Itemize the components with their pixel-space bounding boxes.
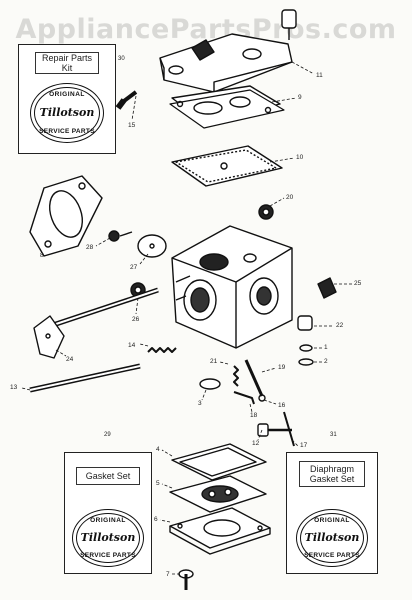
part-1 [299,344,313,352]
badge-bottom-text: SERVICE PARTS [80,552,136,559]
cover-6-part [169,507,271,555]
kit-number-30: 30 [118,56,125,62]
gasket-8-part [29,175,103,257]
badge-top-text: ORIGINAL [90,517,126,524]
kit-number-29: 29 [104,432,111,438]
callout-19: 19 [278,364,286,371]
callout-27: 27 [130,264,138,271]
callout-1: 1 [324,344,328,351]
callout-9: 9 [298,94,302,101]
callout-8: 8 [40,252,44,259]
callout-10: 10 [296,154,304,161]
gasket-set-title-line-1: Gasket Set [85,471,131,481]
callout-12: 12 [252,440,260,447]
callout-11: 11 [316,72,323,79]
cover-plate-part [159,9,297,93]
diaphragm-set-title-line-1: Diaphragm [309,464,355,474]
badge-ring [76,513,140,563]
screw-15-part [115,90,138,110]
callout-15: 15 [128,122,136,129]
part-14 [147,347,177,353]
badge-ring [34,87,100,139]
shaft-24-part [33,287,159,359]
callout-6: 6 [154,516,158,523]
callout-21: 21 [210,358,218,365]
repair-kit-card: Repair Parts Kit ORIGINAL Tillotson SERV… [18,44,116,154]
callout-14: 14 [128,342,136,349]
callout-25: 25 [354,280,362,287]
callout-28: 28 [86,244,94,251]
part-12 [257,423,292,437]
repair-kit-title: Repair Parts Kit [35,52,99,74]
screw-7-part [178,569,194,590]
callout-16: 16 [278,402,286,409]
callout-18: 18 [250,412,258,419]
part-2 [298,358,314,366]
leader-lines [21,61,352,575]
gasket-9-part [169,85,285,129]
kit-number-31: 31 [330,432,337,438]
gasket-set-title: Gasket Set [76,467,140,485]
gasket-4-part [171,443,267,481]
badge-brand-text: Tillotson [304,531,360,544]
callout-20: 20 [286,194,294,201]
badge-brand-text: Tillotson [39,106,95,119]
part-28 [108,230,133,242]
callout-22: 22 [336,322,344,329]
diaphragm-10-part [171,145,283,187]
gasket-set-card: Gasket Set ORIGINAL Tillotson SERVICE PA… [64,452,152,574]
callout-7: 7 [166,571,170,578]
badge-bottom-text: SERVICE PARTS [39,128,95,135]
callout-17: 17 [300,442,308,449]
part-27 [137,234,167,258]
badge-top-text: ORIGINAL [49,91,85,98]
part-18 [233,391,255,405]
tillotson-badge: ORIGINAL Tillotson SERVICE PARTS [72,509,144,567]
diaphragm-set-title: Diaphragm Gasket Set [299,461,365,487]
carburetor-body-part [171,225,293,349]
badge-brand-text: Tillotson [80,531,136,544]
callout-5: 5 [156,480,160,487]
repair-kit-title-line-2: Kit [61,63,73,73]
callout-26: 26 [132,316,140,323]
callout-3: 3 [198,400,202,407]
badge-bottom-text: SERVICE PARTS [304,552,360,559]
badge-top-text: ORIGINAL [314,517,350,524]
callout-13: 13 [10,384,18,391]
part-20 [258,204,274,220]
part-25 [317,277,337,299]
callout-24: 24 [66,356,74,363]
part-22 [297,315,313,331]
repair-kit-title-line-1: Repair Parts [41,53,93,63]
callout-2: 2 [324,358,328,365]
part-16 [258,394,266,402]
tillotson-badge: ORIGINAL Tillotson SERVICE PARTS [30,83,104,143]
diaphragm-set-title-line-2: Gasket Set [309,474,355,484]
part-21 [233,365,239,387]
tillotson-badge: ORIGINAL Tillotson SERVICE PARTS [296,509,368,567]
callout-4: 4 [156,446,160,453]
diaphragm-gasket-set-card: Diaphragm Gasket Set ORIGINAL Tillotson … [286,452,378,574]
diaphragm-5-part [169,475,267,513]
badge-ring [300,513,364,563]
part-3 [199,378,221,390]
part-19 [244,359,264,397]
shaft-13-part [29,363,141,393]
